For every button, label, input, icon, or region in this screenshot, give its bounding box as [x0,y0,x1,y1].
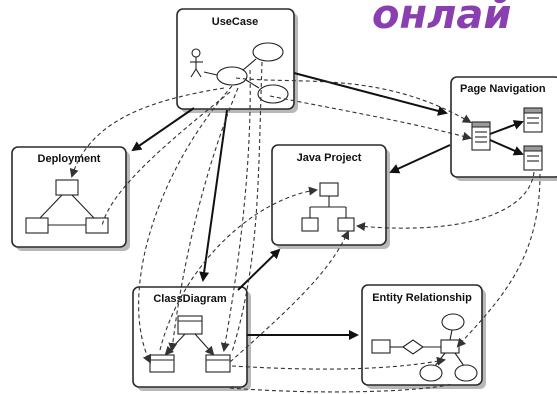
node-entity-relationship[interactable]: Entity Relationship [361,284,486,389]
node-entity-relationship-title: Entity Relationship [372,292,472,304]
node-deployment-title: Deployment [38,153,101,165]
deployment-nodes-icon [25,179,109,234]
dash-page-navigation-to-java-project [356,171,535,232]
dash-usecase-to-deployment [69,87,225,178]
node-java-project[interactable]: Java Project [271,144,390,249]
dash-class-to-java-project-2 [229,230,350,363]
dash-class-to-entity-relationship [231,356,446,370]
dash-usecase-to-page-navigation-upper [235,77,472,123]
node-class-diagram-title: ClassDiagram [153,293,227,305]
dashed-connectors [69,61,541,393]
dash-usecase-to-class-right-2 [231,61,263,353]
usecase-ellipse-icons [203,42,289,104]
dash-usecase-to-class-mid [168,87,239,352]
entity-relationship-er-icon [371,313,478,382]
node-usecase-title: UseCase [212,16,258,28]
arrow-usecase-to-deployment [131,107,195,152]
usecase-actor-icon [190,48,203,78]
page-navigation-pages-icon [471,107,543,171]
node-page-navigation[interactable]: Page Navigation [450,76,557,181]
java-project-tree-icon [301,182,355,232]
dash-page-navigation-to-entity-relationship [456,173,541,348]
watermark-text: онлай [372,0,511,38]
dash-usecase-to-class-right [220,69,251,352]
dash-usecase-to-page-navigation-lower [269,95,472,141]
arrow-usecase-to-class-diagram [199,109,228,282]
solid-arrows [131,72,451,340]
arrow-class-diagram-to-java-project [237,248,281,291]
node-usecase[interactable]: UseCase [176,8,298,113]
node-deployment[interactable]: Deployment [11,146,130,251]
node-java-project-title: Java Project [297,152,362,164]
dash-class-to-java-project [159,186,318,351]
node-class-diagram[interactable]: ClassDiagram [132,286,251,391]
arrow-page-navigation-to-java-project [389,144,451,174]
arrow-usecase-to-page-navigation [293,72,448,116]
node-page-navigation-title: Page Navigation [460,83,546,95]
